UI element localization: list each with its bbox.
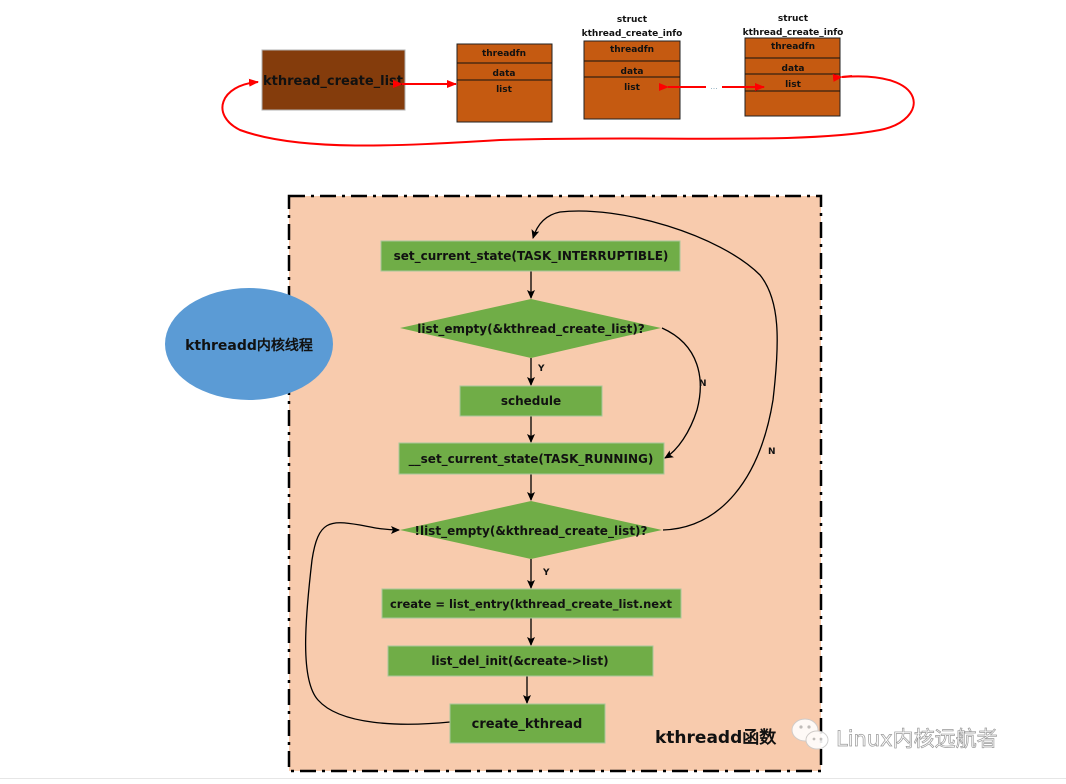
tail-arrowhead <box>832 73 853 82</box>
edge-label-d1-yes: Y <box>537 364 545 374</box>
field-threadfn: threadfn <box>771 42 815 52</box>
flow-node-label: create_kthread <box>472 717 583 732</box>
field-data: data <box>782 64 805 74</box>
edge-d1-no-n3 <box>661 327 701 459</box>
flow-node-label: list_del_init(&create->list) <box>431 654 608 669</box>
flow-decision-label: list_empty(&kthread_create_list)? <box>417 322 645 337</box>
flow-node-label: set_current_state(TASK_INTERRUPTIBLE) <box>394 249 669 264</box>
field-list: list <box>496 85 513 95</box>
struct-type-label: struct <box>778 14 809 24</box>
flow-decision-label: !list_empty(&kthread_create_list)? <box>414 524 647 539</box>
wechat-icon <box>791 718 829 750</box>
field-threadfn: threadfn <box>610 45 654 55</box>
flow-node-set-state-interruptible: set_current_state(TASK_INTERRUPTIBLE) <box>380 240 681 272</box>
flow-node-set-state-running: __set_current_state(TASK_RUNNING) <box>398 442 665 475</box>
field-list: list <box>624 83 641 93</box>
flow-node-list-del-init: list_del_init(&create->list) <box>387 645 654 677</box>
kthreadd-thread-ellipse: kthreadd内核线程 <box>165 288 333 400</box>
struct-node-3: struct kthread_create_info threadfn data… <box>743 14 844 117</box>
flowchart-frame <box>287 194 823 773</box>
linked-list-diagram: kthread_create_list threadfn data list s… <box>221 14 915 147</box>
flow-node-label: __set_current_state(TASK_RUNNING) <box>409 452 654 467</box>
flow-node-label: schedule <box>501 394 561 408</box>
flow-decision-not-list-empty: !list_empty(&kthread_create_list)? <box>400 501 662 559</box>
ellipsis-label: ... <box>710 82 718 91</box>
flow-node-list-entry: create = list_entry(kthread_create_list.… <box>381 588 682 619</box>
edge-label-d2-no: N <box>768 447 776 457</box>
tail-to-head-link <box>221 75 915 147</box>
flow-node-schedule: schedule <box>459 385 603 417</box>
field-threadfn: threadfn <box>482 49 526 59</box>
struct-name-label: kthread_create_info <box>582 29 683 39</box>
edge-n6-d2 <box>305 522 451 725</box>
list-head-label: kthread_create_list <box>263 74 403 89</box>
field-data: data <box>493 69 516 79</box>
kthreadd-thread-label: kthreadd内核线程 <box>185 337 313 354</box>
struct-type-label: struct <box>617 15 648 25</box>
edge-label-d1-no: N <box>699 379 707 389</box>
list-head-node: kthread_create_list <box>261 49 406 111</box>
flowchart-title: kthreadd函数 <box>655 727 777 748</box>
struct-node-1: threadfn data list <box>456 43 553 123</box>
watermark: Linux内核远航者 <box>791 718 998 751</box>
struct-name-label: kthread_create_info <box>743 28 844 38</box>
field-list: list <box>785 80 802 90</box>
list-link-arrows <box>221 73 915 147</box>
flowchart-edges <box>305 210 778 725</box>
bottom-divider <box>0 778 1066 779</box>
flow-node-label: create = list_entry(kthread_create_list.… <box>390 597 673 612</box>
edge-label-d2-yes: Y <box>542 568 550 578</box>
edge-d2-no-n1 <box>531 210 778 531</box>
watermark-text: Linux内核远航者 <box>836 727 998 751</box>
flow-decision-list-empty: list_empty(&kthread_create_list)? <box>400 299 661 358</box>
struct-node-2: struct kthread_create_info threadfn data… <box>582 15 683 120</box>
field-data: data <box>621 67 644 77</box>
flow-node-create-kthread: create_kthread <box>449 703 606 744</box>
